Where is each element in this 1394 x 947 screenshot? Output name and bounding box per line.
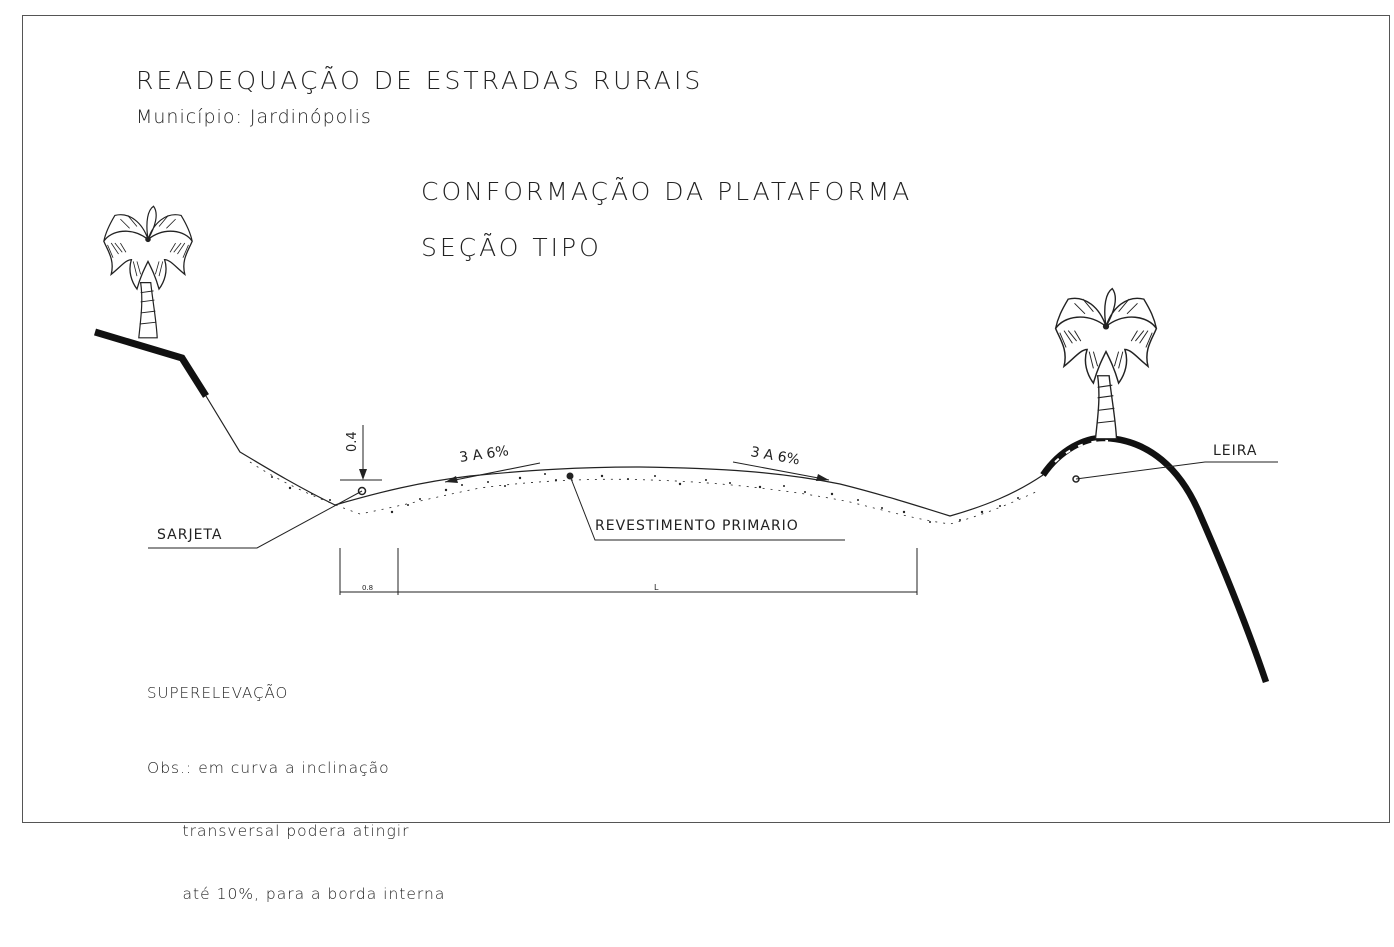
left-slope-arrow (444, 462, 541, 483)
drawing-subtitle: SEÇÃO TIPO (421, 233, 602, 262)
note-line-1: Obs.: em curva a inclinação (147, 759, 390, 777)
left-embankment-edge (93, 328, 209, 398)
note-line-3: até 10%, para a borda interna (147, 885, 446, 903)
revestimento-label: REVESTIMENTO PRIMARIO (595, 518, 799, 534)
right-slope-arrow (732, 461, 830, 481)
revestimento-leader (569, 475, 845, 541)
gravel-layer (249, 461, 1041, 525)
observation-note: Obs.: em curva a inclinação transversal … (147, 716, 445, 947)
sheet-title: READEQUAÇÃO DE ESTRADAS RURAIS (136, 66, 704, 95)
left-slope-label: 3 A 6% (458, 443, 509, 466)
sarjeta-leader (148, 490, 363, 549)
note-line-2: transversal podera atingir (147, 822, 410, 840)
sarjeta-label: SARJETA (157, 527, 222, 543)
sheet-border (22, 15, 1390, 823)
cross-section-diagram: 3 A 6% 3 A 6% REVESTIMENTO PRIMARIO SARJ… (93, 205, 1278, 684)
drawing-sheet: READEQUAÇÃO DE ESTRADAS RURAIS Município… (22, 15, 1390, 903)
gutter-width-label: 0.8 (362, 584, 373, 592)
sarjeta-marker (357, 486, 367, 496)
gravel-stipple (271, 473, 1019, 523)
palm-tree-icon (1054, 287, 1158, 440)
drawing-title: CONFORMAÇÃO DA PLATAFORMA (421, 177, 913, 206)
depth-label: 0.4 (345, 431, 360, 452)
road-profile-line (205, 395, 1044, 517)
municipality-label: Município: Jardinópolis (136, 106, 372, 128)
road-width-label: L (654, 583, 659, 592)
right-slope-label: 3 A 6% (749, 444, 801, 468)
superelevation-heading: SUPERELEVAÇÃO (147, 684, 289, 702)
leira-mound-outline (1040, 434, 1270, 684)
leira-leader (1075, 461, 1278, 480)
palm-tree-icon (103, 205, 193, 339)
leira-label: LEIRA (1213, 443, 1258, 459)
